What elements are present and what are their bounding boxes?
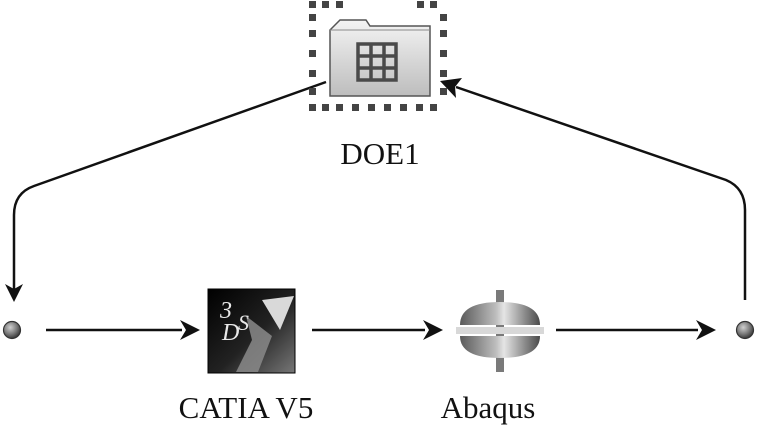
doe-node[interactable] bbox=[309, 1, 447, 111]
end-port[interactable] bbox=[735, 320, 755, 340]
arrowhead-icon bbox=[696, 320, 716, 340]
arrowhead-icon bbox=[440, 78, 462, 98]
catia-node-label: CATIA V5 bbox=[178, 390, 314, 425]
svg-text:3: 3 bbox=[219, 298, 232, 324]
svg-text:D: D bbox=[221, 320, 239, 346]
catia-node[interactable]: 3 D S bbox=[207, 288, 296, 374]
abaqus-logo-icon bbox=[456, 290, 544, 372]
selection-box bbox=[309, 1, 447, 111]
doe-folder-grid-icon bbox=[329, 19, 431, 97]
connection-end-port-to-doe[interactable] bbox=[440, 78, 747, 300]
connection-catia-to-abaqus[interactable] bbox=[312, 320, 443, 340]
start-port[interactable] bbox=[2, 320, 22, 340]
connection-doe-to-start-port[interactable] bbox=[5, 80, 327, 302]
arrowhead-icon bbox=[180, 320, 200, 340]
arrowhead-icon bbox=[423, 320, 443, 340]
doe-node-label: DOE1 bbox=[340, 136, 420, 171]
connection-abaqus-to-end-port[interactable] bbox=[556, 320, 716, 340]
abaqus-node[interactable] bbox=[456, 290, 544, 372]
connection-start-port-to-catia[interactable] bbox=[46, 320, 200, 340]
catia-v5-3ds-logo-icon: 3 D S bbox=[207, 288, 296, 374]
arrowhead-icon bbox=[5, 284, 23, 302]
svg-text:S: S bbox=[238, 310, 249, 335]
abaqus-node-label: Abaqus bbox=[440, 390, 536, 425]
